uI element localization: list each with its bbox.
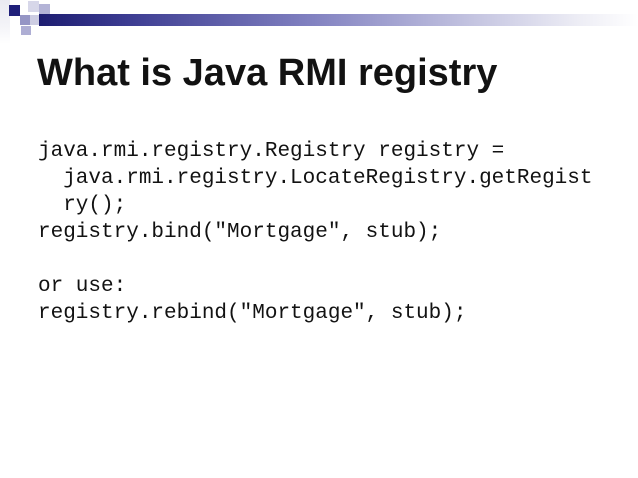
code-block: java.rmi.registry.Registry registry = ja… bbox=[38, 138, 623, 327]
code-line-blank bbox=[38, 246, 623, 273]
code-line: registry.rebind("Mortgage", stub); bbox=[38, 302, 467, 325]
code-line: registry.bind("Mortgage", stub); bbox=[38, 221, 442, 244]
code-line: ry(); bbox=[38, 194, 127, 217]
code-line: java.rmi.registry.Registry registry = bbox=[38, 140, 505, 163]
code-line: java.rmi.registry.LocateRegistry.getRegi… bbox=[38, 167, 593, 190]
slide-title: What is Java RMI registry bbox=[37, 52, 498, 94]
decor-square-slate bbox=[20, 15, 30, 25]
decor-square-light-top bbox=[28, 1, 39, 12]
decor-square-medium-right bbox=[39, 4, 50, 15]
corner-wash-gradient bbox=[0, 0, 10, 44]
code-line: or use: bbox=[38, 275, 127, 298]
top-gradient-bar bbox=[39, 14, 638, 26]
decor-square-pale bbox=[30, 15, 39, 25]
decor-square-bottom bbox=[21, 26, 31, 35]
decor-square-navy bbox=[9, 5, 20, 16]
